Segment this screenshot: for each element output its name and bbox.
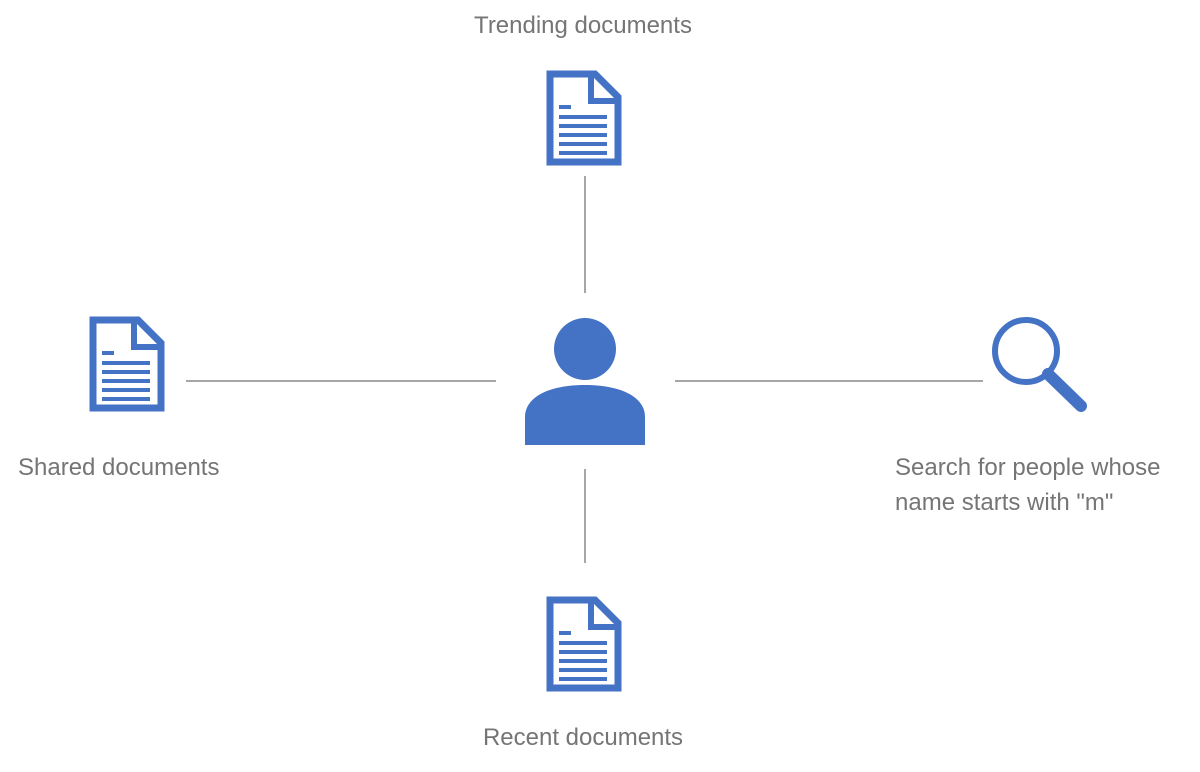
search-icon <box>992 317 1087 412</box>
recent-documents-label: Recent documents <box>482 724 684 751</box>
recent-document-icon <box>546 596 622 692</box>
user-icon <box>525 318 645 445</box>
connector-bottom <box>584 469 586 563</box>
connector-top <box>584 176 586 293</box>
connector-left <box>186 380 496 382</box>
search-label-line-2: name starts with "m" <box>895 489 1114 516</box>
trending-document-icon <box>546 70 622 166</box>
shared-document-icon <box>89 316 165 412</box>
connector-right <box>675 380 983 382</box>
search-label-line-1: Search for people whose <box>895 454 1161 481</box>
trending-documents-label: Trending documents <box>474 12 692 39</box>
shared-documents-label: Shared documents <box>18 454 220 481</box>
